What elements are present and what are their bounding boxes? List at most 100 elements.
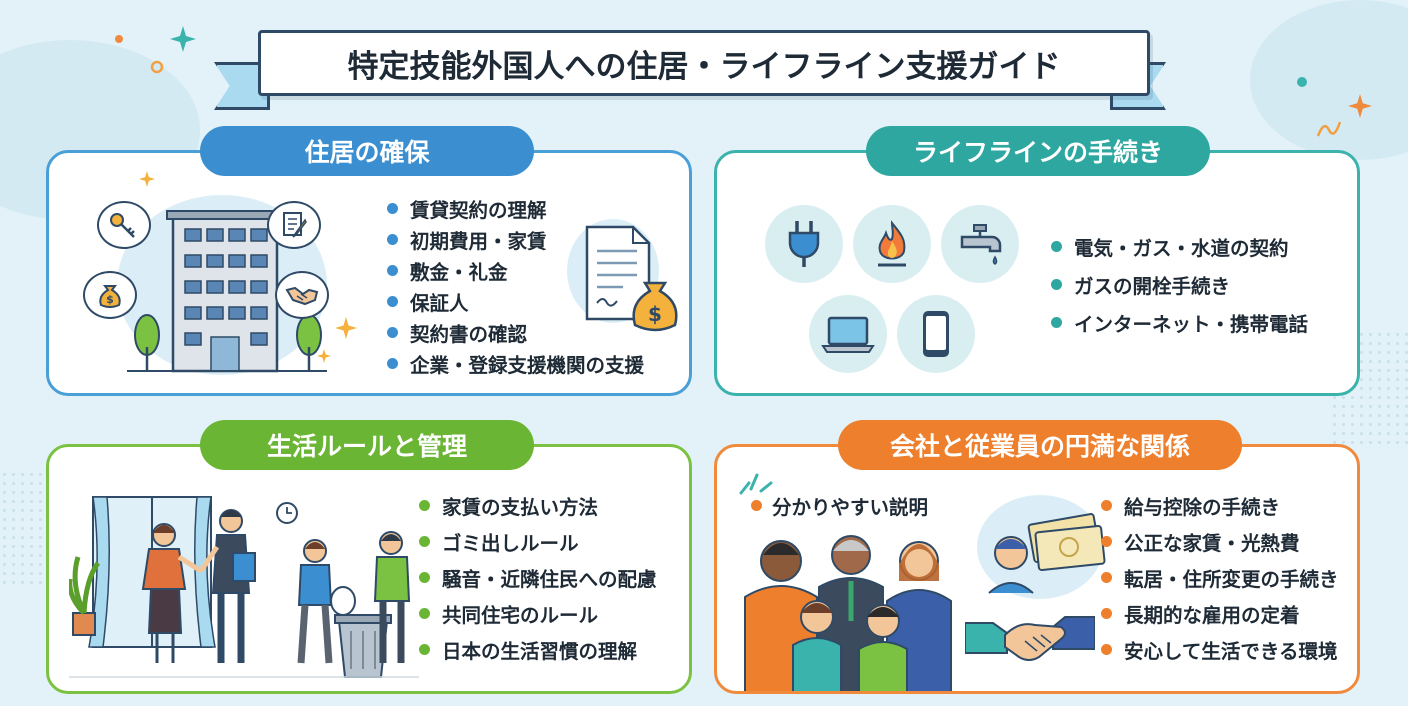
list-item-label: 騒音・近隣住民への配慮 bbox=[442, 567, 657, 591]
rules-section-title: 生活ルールと管理 bbox=[200, 420, 534, 470]
list-item-label: ゴミ出しルール bbox=[442, 531, 579, 555]
list-item: 日本の生活習慣の理解 bbox=[419, 631, 657, 667]
squiggle-icon bbox=[1316, 121, 1342, 137]
rules-list: 家賃の支払い方法 ゴミ出しルール 騒音・近隣住民への配慮 共同住宅のルール 日本… bbox=[419, 487, 657, 667]
key-icon bbox=[110, 213, 135, 238]
sparkle-icon bbox=[317, 349, 331, 363]
list-item: 安心して生活できる環境 bbox=[1101, 631, 1339, 667]
relations-panel: 分かりやすい説明 給与 bbox=[714, 444, 1360, 694]
list-item: 家賃の支払い方法 bbox=[419, 487, 657, 523]
list-item-label: 契約書の確認 bbox=[410, 323, 528, 346]
bullet bbox=[419, 571, 430, 583]
handshake-bubble bbox=[275, 271, 329, 319]
list-item-label: 敷金・礼金 bbox=[410, 261, 508, 284]
list-item: ゴミ出しルール bbox=[419, 523, 657, 559]
smartphone-icon bbox=[923, 311, 949, 357]
bullet bbox=[419, 535, 430, 547]
list-item: 長期的な雇用の定着 bbox=[1101, 595, 1339, 631]
plug-icon bbox=[788, 221, 820, 267]
list-item-label: 保証人 bbox=[410, 292, 469, 315]
svg-text:$: $ bbox=[106, 293, 114, 306]
bullet bbox=[1101, 643, 1112, 655]
list-item-label: 公正な家賃・光熱費 bbox=[1124, 531, 1300, 555]
bullet bbox=[387, 234, 398, 245]
list-item-label: 日本の生活習慣の理解 bbox=[442, 639, 638, 663]
list-item: 共同住宅のルール bbox=[419, 595, 657, 631]
list-item: 騒音・近隣住民への配慮 bbox=[419, 559, 657, 595]
list-item-label: 長期的な雇用の定着 bbox=[1124, 603, 1300, 627]
bullet bbox=[387, 358, 398, 369]
bullet bbox=[1101, 607, 1112, 619]
list-item: 転居・住所変更の手続き bbox=[1101, 559, 1339, 595]
document-bubble bbox=[267, 201, 321, 249]
relations-list: 給与控除の手続き 公正な家賃・光熱費 転居・住所変更の手続き 長期的な雇用の定着… bbox=[1101, 487, 1339, 667]
list-item-label: ガスの開栓手続き bbox=[1074, 274, 1231, 298]
list-item: ガスの開栓手続き bbox=[1051, 265, 1308, 303]
accent-lines-icon bbox=[739, 473, 773, 495]
sparkle-icon bbox=[170, 26, 196, 52]
phone-icon-circle bbox=[897, 295, 975, 373]
lifeline-section-title: ライフラインの手続き bbox=[866, 126, 1210, 176]
bullet bbox=[1051, 240, 1062, 252]
contract-icon bbox=[585, 225, 651, 321]
key-bubble bbox=[97, 201, 151, 249]
list-item: 電気・ガス・水道の契約 bbox=[1051, 227, 1308, 265]
housing-section-title: 住居の確保 bbox=[200, 126, 534, 176]
list-item: インターネット・携帯電話 bbox=[1051, 303, 1308, 341]
list-item: 賃貸契約の理解 bbox=[387, 193, 644, 224]
explanation-callout: 分かりやすい説明 bbox=[751, 491, 928, 520]
water-icon-circle bbox=[941, 205, 1019, 283]
sparkle-icon bbox=[335, 317, 357, 339]
list-item: 企業・登録支援機関の支援 bbox=[387, 348, 644, 379]
list-item: 公正な家賃・光熱費 bbox=[1101, 523, 1339, 559]
bullet bbox=[751, 500, 762, 511]
list-item: 保証人 bbox=[387, 286, 644, 317]
lifeline-panel: 電気・ガス・水道の契約 ガスの開栓手続き インターネット・携帯電話 bbox=[714, 150, 1360, 396]
list-item: 敷金・礼金 bbox=[387, 255, 644, 286]
list-item-label: 給与控除の手続き bbox=[1124, 495, 1281, 519]
relations-section-title: 会社と従業員の円満な関係 bbox=[838, 420, 1242, 470]
laptop-icon bbox=[821, 316, 875, 353]
handshake-icon bbox=[285, 286, 319, 306]
team-group-illustration bbox=[744, 535, 952, 691]
list-item-label: 家賃の支払い方法 bbox=[442, 495, 599, 519]
list-item: 給与控除の手続き bbox=[1101, 487, 1339, 523]
list-item: 契約書の確認 bbox=[387, 317, 644, 348]
dot-pattern bbox=[0, 470, 50, 590]
rules-panel: 家賃の支払い方法 ゴミ出しルール 騒音・近隣住民への配慮 共同住宅のルール 日本… bbox=[46, 444, 692, 694]
list-item-label: 企業・登録支援機関の支援 bbox=[410, 354, 645, 377]
apartment-building-icon bbox=[127, 210, 327, 373]
faucet-icon bbox=[960, 224, 1002, 265]
banknote-icon bbox=[988, 513, 1106, 594]
housing-list: 賃貸契約の理解 初期費用・家賃 敷金・礼金 保証人 契約書の確認 企業・登録支援… bbox=[387, 193, 644, 379]
dollar-bag-icon: $ bbox=[632, 281, 678, 332]
circle-icon bbox=[150, 60, 164, 74]
dot-icon bbox=[1297, 77, 1307, 87]
dot-icon bbox=[115, 35, 123, 43]
list-item: 初期費用・家賃 bbox=[387, 224, 644, 255]
bullet bbox=[387, 265, 398, 276]
list-item-label: 電気・ガス・水道の契約 bbox=[1074, 236, 1289, 260]
list-item-label: 賃貸契約の理解 bbox=[410, 199, 547, 222]
bullet bbox=[1101, 535, 1112, 547]
housing-panel: $ 賃貸契約の理解 初期費用・家賃 敷金・礼金 保証人 契約書の確認 企業・登録… bbox=[46, 150, 692, 396]
bullet bbox=[419, 643, 430, 655]
bullet bbox=[387, 203, 398, 214]
handshake-icon bbox=[965, 616, 1095, 661]
list-item-label: 転居・住所変更の手続き bbox=[1124, 567, 1339, 591]
list-item-label: 共同住宅のルール bbox=[442, 603, 599, 627]
flame-icon bbox=[878, 220, 906, 267]
bullet bbox=[419, 499, 430, 511]
household-scene-illustration bbox=[69, 496, 419, 678]
bullet bbox=[419, 607, 430, 619]
electricity-icon-circle bbox=[765, 205, 843, 283]
bullet bbox=[387, 327, 398, 338]
page-title: 特定技能外国人への住居・ライフライン支援ガイド bbox=[258, 30, 1150, 96]
sparkle-icon bbox=[139, 171, 155, 187]
bullet bbox=[1101, 571, 1112, 583]
gas-icon-circle bbox=[853, 205, 931, 283]
bullet bbox=[1051, 316, 1062, 328]
bullet bbox=[1051, 278, 1062, 290]
lifeline-list: 電気・ガス・水道の契約 ガスの開栓手続き インターネット・携帯電話 bbox=[1051, 227, 1308, 341]
money-bubble: $ bbox=[83, 271, 137, 319]
